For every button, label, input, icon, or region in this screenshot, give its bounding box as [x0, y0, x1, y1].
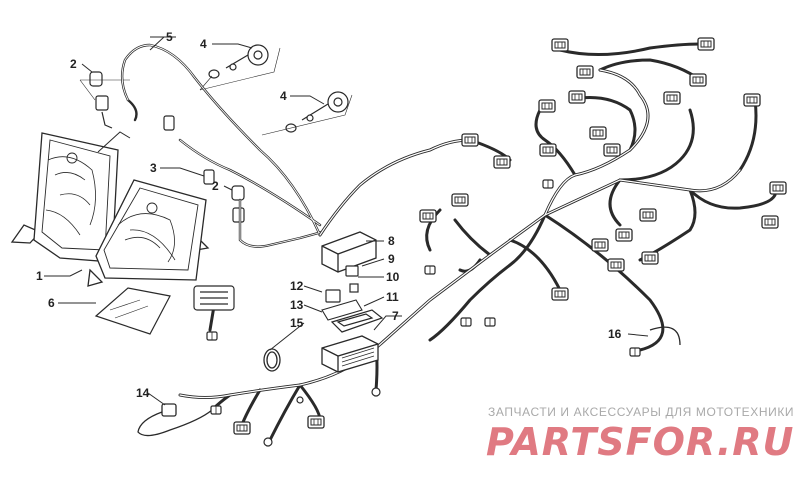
callout-4-lower: 4 [280, 89, 287, 103]
main-harness [178, 42, 777, 442]
harness-connectors [203, 37, 787, 435]
decal-sheet [94, 287, 171, 335]
callout-13: 13 [290, 298, 304, 312]
callout-11: 11 [386, 290, 399, 304]
main-harness-inner [179, 69, 741, 399]
adjuster-knob-lower [261, 91, 353, 136]
callout-numbers: 1 2 2 3 4 4 5 6 7 8 9 10 11 12 13 14 15 … [36, 30, 622, 400]
harness-clip [193, 285, 235, 311]
callout-9: 9 [388, 252, 395, 266]
sensor-lead [137, 403, 213, 437]
callout-12: 12 [290, 279, 304, 293]
callout-4-upper: 4 [200, 37, 207, 51]
headlight-subharness-inner [121, 44, 323, 248]
callout-8: 8 [388, 234, 395, 248]
bulb-socket-lower [163, 115, 245, 223]
relay-small [325, 289, 341, 303]
adjuster-knob-upper [199, 44, 281, 91]
callout-16: 16 [608, 327, 622, 341]
callout-6: 6 [48, 296, 55, 310]
callout-14: 14 [136, 386, 150, 400]
relay [345, 265, 359, 293]
watermark-brand: PARTSFOR.RU [486, 420, 794, 464]
callout-1: 1 [36, 269, 43, 283]
headlight-right [87, 179, 210, 287]
relay-cover [321, 231, 377, 273]
watermark: ЗАПЧАСТИ И АКСЕССУАРЫ ДЛЯ МОТОТЕХНИКИ PA… [486, 405, 794, 464]
callout-7: 7 [392, 309, 399, 323]
fuse-block [330, 309, 384, 333]
callout-5: 5 [166, 30, 173, 44]
ring-terminals [263, 387, 381, 447]
grommet-ring [263, 348, 281, 372]
callout-15: 15 [290, 316, 304, 330]
bulb-socket-upper [79, 71, 130, 129]
callout-2-lower: 2 [212, 179, 219, 193]
headlight-left [10, 131, 131, 263]
callout-3: 3 [150, 161, 157, 175]
callout-2-upper: 2 [70, 57, 77, 71]
fuse-panel [321, 335, 379, 373]
watermark-tagline: ЗАПЧАСТИ И АКСЕССУАРЫ ДЛЯ МОТОТЕХНИКИ [488, 405, 794, 419]
ground-lead [649, 326, 681, 346]
fuse-plate [321, 299, 363, 321]
leader-lines [44, 36, 649, 406]
callout-10: 10 [386, 270, 400, 284]
